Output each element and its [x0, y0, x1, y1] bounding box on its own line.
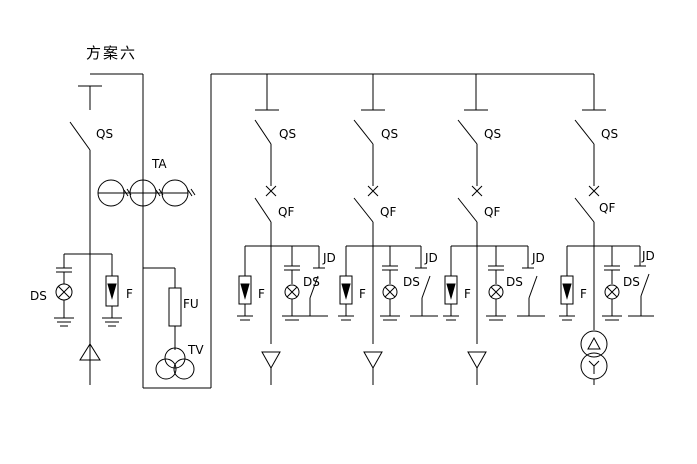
pt-unit: FU TV	[142, 74, 212, 389]
ds-label: DS	[506, 275, 523, 289]
f-label: F	[126, 287, 133, 301]
ds-label: DS	[623, 275, 640, 289]
scheme-title: 方案六	[86, 44, 137, 62]
qs-label: QS	[279, 127, 296, 141]
f-label: F	[464, 287, 471, 301]
jd-label: JD	[641, 249, 655, 263]
f-arrester-incoming	[102, 254, 122, 327]
qs-label: QS	[601, 127, 618, 141]
jd-label: JD	[424, 251, 438, 265]
qf-label: QF	[278, 205, 294, 219]
f-label: F	[580, 287, 587, 301]
jd-label: JD	[322, 251, 336, 265]
ta-current-transformers	[97, 179, 196, 207]
qf-label: QF	[380, 205, 396, 219]
f-label: F	[359, 287, 366, 301]
fu-label: FU	[183, 297, 199, 311]
feeder-1: QS QF F DS JD	[237, 74, 336, 385]
qs-label: QS	[484, 127, 501, 141]
feeder-2: QS QF F DS JD	[338, 74, 438, 385]
feeder-3: QS QF F DS JD	[443, 74, 545, 385]
power-transformer	[580, 330, 608, 380]
ds-label: DS	[303, 275, 320, 289]
qs-disconnector-incoming	[69, 121, 91, 370]
qf-label: QF	[599, 201, 615, 215]
ds-label: DS	[403, 275, 420, 289]
qs-label: QS	[381, 127, 398, 141]
incoming-unit: QS TA DS	[30, 73, 196, 385]
transformer-unit: QS QF F DS JD	[559, 74, 655, 385]
ta-label: TA	[151, 157, 167, 171]
f-label: F	[258, 287, 265, 301]
qf-label: QF	[484, 205, 500, 219]
tv-voltage-transformer	[155, 347, 195, 380]
qs-label: QS	[96, 127, 113, 141]
tv-label: TV	[187, 343, 204, 357]
fu-fuse	[168, 287, 182, 327]
ds-indicator-incoming	[54, 254, 74, 327]
jd-label: JD	[531, 251, 545, 265]
ds-label: DS	[30, 289, 47, 303]
